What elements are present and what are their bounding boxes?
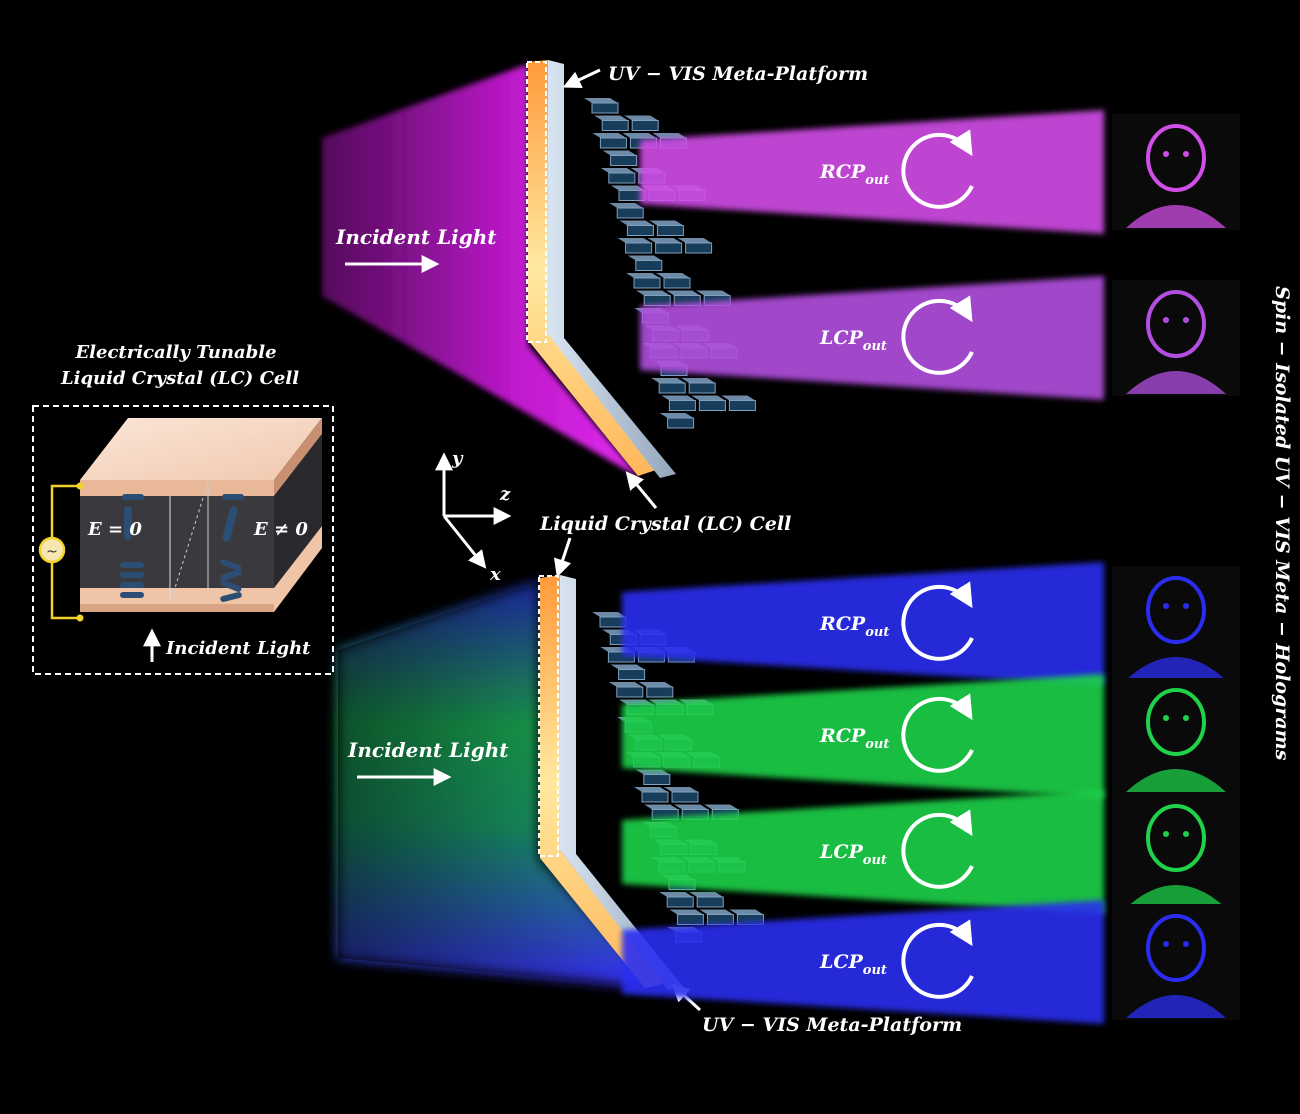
output-beam: LCPout: [622, 790, 1240, 914]
inset-title-line2: Liquid Crystal (LC) Cell: [60, 368, 299, 389]
output-beam: RCPout: [622, 562, 1240, 686]
meta-pillar: [699, 909, 734, 925]
meta-pillar: [584, 98, 619, 114]
polarization-label: LCPout: [819, 841, 887, 868]
meta-pillar: [600, 168, 636, 184]
circular-polarization-icon: [901, 919, 974, 999]
bottom-platform-label: UV − VIS Meta-Platform: [702, 1014, 962, 1036]
meta-pillar: [609, 203, 644, 219]
side-title: Spin − Isolated UV − VIS Meta − Hologram…: [1271, 286, 1293, 761]
meta-pillar: [661, 395, 696, 411]
inset-voltage-circuit: [38, 484, 80, 620]
bottom-meta-platform: [560, 575, 684, 990]
inset-title-line1: Electrically Tunable: [74, 342, 276, 363]
meta-pillar: [635, 769, 671, 785]
meta-pillar: [608, 682, 644, 698]
meta-pillar: [619, 220, 654, 236]
output-beam: LCPout: [640, 276, 1240, 400]
lc-cell-arrow-top: [625, 471, 658, 509]
meta-pillar: [610, 664, 646, 680]
top-incident-beam: [322, 64, 640, 478]
meta-pillar: [644, 804, 679, 820]
bottom-incident-label: Incident Light: [347, 738, 509, 762]
top-lc-dashed-box: [526, 61, 547, 343]
lc-cell-arrow-bottom: [554, 537, 572, 578]
top-platform-arrow: [562, 68, 601, 89]
meta-pillar: [634, 787, 669, 803]
axis-z-label: z: [499, 484, 511, 505]
inset-lc-body: [80, 496, 274, 588]
meta-pillar: [721, 395, 756, 411]
circular-polarization-icon: [901, 129, 974, 209]
top-platform-label: UV − VIS Meta-Platform: [608, 63, 868, 85]
top-lc-layer: [528, 60, 656, 476]
output-beam: RCPout: [640, 110, 1240, 234]
meta-pillar: [681, 378, 716, 394]
inset-e-zero: E = 0: [87, 519, 142, 540]
meta-pillar: [592, 133, 627, 149]
ac-source-icon: ~: [46, 544, 58, 560]
inset-top-plate: [80, 418, 322, 480]
circular-polarization-icon: [901, 809, 974, 889]
meta-pillar: [689, 892, 724, 908]
bottom-lc-dashed-box: [538, 575, 559, 857]
portrait-hologram: [1112, 904, 1240, 1020]
polarization-label: LCPout: [819, 951, 887, 978]
inset-frame: [32, 405, 334, 675]
einstein-hologram: [1112, 678, 1240, 794]
output-beam: RCPout: [622, 674, 1240, 798]
portrait-hologram: [1112, 794, 1240, 910]
meta-pillar: [592, 612, 627, 628]
meta-pillar: [651, 378, 686, 394]
output-beam: LCPout: [622, 900, 1240, 1024]
lc-cell-label: Liquid Crystal (LC) Cell: [539, 513, 791, 535]
polarization-label: RCPout: [819, 161, 889, 188]
circular-polarization-icon: [901, 295, 974, 375]
inset-lc-molecules-on: [220, 494, 244, 602]
meta-pillar: [624, 115, 659, 131]
meta-pillar: [636, 290, 671, 306]
bottom-assembly: Incident Light UV − VIS Meta-Platform RC…: [338, 562, 1240, 1036]
einstein-hologram: [1112, 566, 1240, 682]
top-incident-label: Incident Light: [335, 225, 497, 249]
inset-e-nonzero: E ≠ 0: [253, 519, 308, 540]
inset-lc-molecules-off: [120, 494, 144, 598]
bottom-lc-layer: [540, 575, 664, 988]
circular-polarization-icon: [901, 693, 974, 773]
meta-pillar: [617, 238, 653, 254]
top-assembly: Incident Light UV − VIS Meta-Platform RC…: [322, 60, 1240, 478]
top-meta-platform: [548, 60, 676, 478]
axis-y-label: y: [451, 448, 464, 469]
polarization-label: RCPout: [819, 725, 889, 752]
circular-polarization-icon: [901, 581, 974, 661]
meta-pillar: [638, 682, 674, 698]
meta-pillar: [669, 909, 704, 925]
meta-pillar: [626, 273, 661, 289]
axis-x-label: x: [489, 564, 501, 585]
einstein-hologram: [1112, 114, 1240, 230]
portrait-hologram: [1112, 280, 1240, 396]
meta-pillar: [656, 273, 691, 289]
polarization-label: RCPout: [819, 613, 889, 640]
meta-pillar: [677, 238, 713, 254]
meta-pillar: [611, 185, 646, 201]
lc-cell-inset: Electrically Tunable Liquid Crystal (LC)…: [32, 342, 334, 675]
polarization-label: LCPout: [819, 327, 887, 354]
meta-pillar: [659, 413, 695, 429]
meta-pillar: [647, 238, 683, 254]
meta-pillar: [691, 395, 726, 411]
meta-pillar: [627, 255, 663, 271]
inset-bottom-plate: [80, 526, 322, 612]
axes: y z x: [435, 448, 512, 585]
meta-pillar: [659, 892, 694, 908]
meta-pillar: [602, 150, 638, 166]
meta-pillar: [664, 787, 699, 803]
meta-pillar: [649, 220, 684, 236]
inset-incident-label: Incident Light: [165, 638, 311, 659]
meta-pillar: [594, 115, 629, 131]
